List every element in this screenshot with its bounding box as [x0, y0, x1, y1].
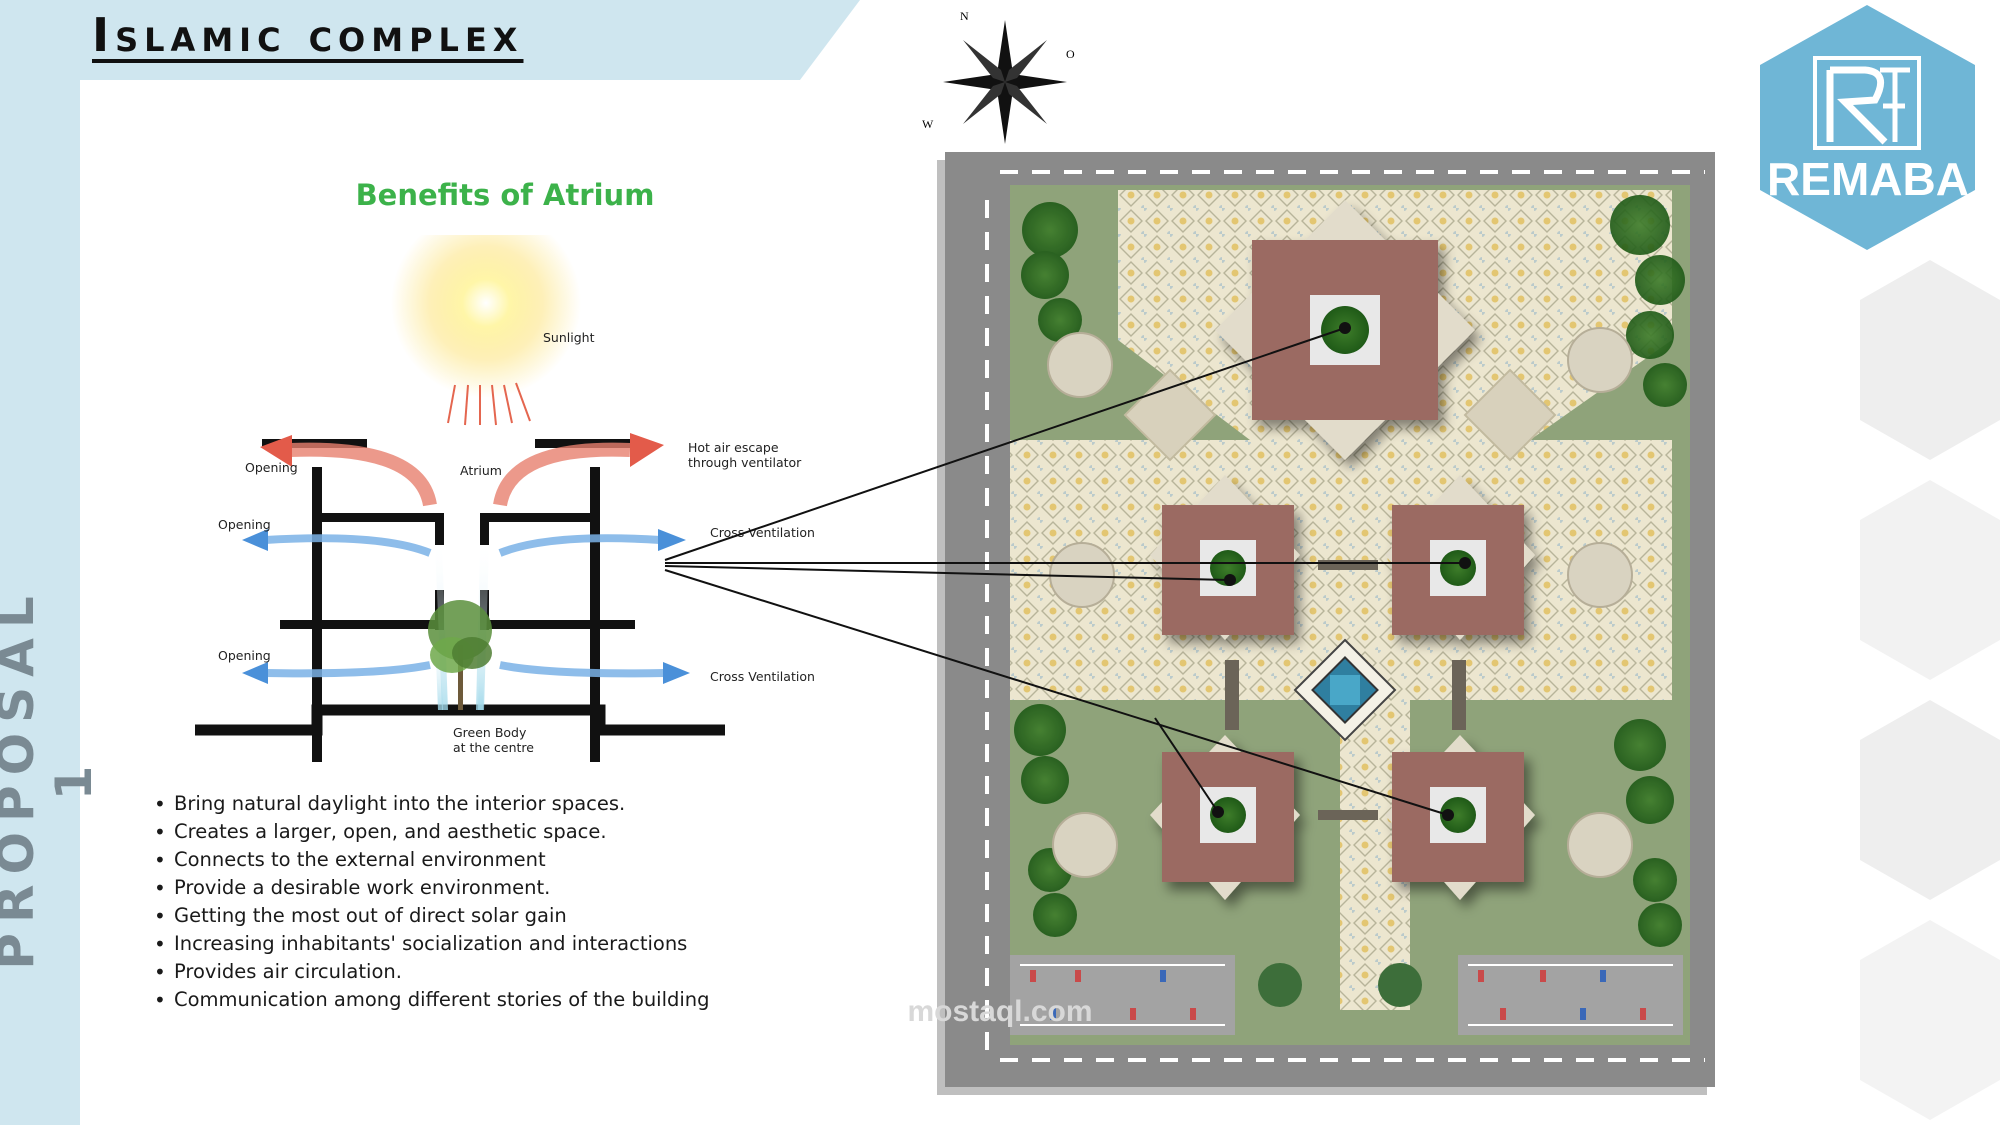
atrium-section-diagram: Sunlight Atrium Opening Opening Opening … [180, 208, 815, 765]
label-opening-top: Opening [245, 460, 298, 475]
tree-icon [428, 600, 492, 710]
site-plan: N O W [922, 9, 1715, 1095]
label-opening-mid: Opening [218, 517, 271, 532]
atrium-section-svg [195, 208, 725, 762]
list-item: Creates a larger, open, and aesthetic sp… [150, 818, 770, 846]
compass-w: W [922, 117, 934, 131]
page-title: Islamic complex [92, 8, 524, 62]
title-band [0, 0, 860, 80]
list-item: Connects to the external environment [150, 846, 770, 874]
atrium-title: Benefits of Atrium [355, 178, 655, 212]
label-atrium: Atrium [460, 463, 502, 478]
background-hex-pattern [1860, 260, 2000, 1120]
label-cross-vent-1: Cross Ventilation [710, 525, 815, 540]
label-opening-bottom: Opening [218, 648, 271, 663]
list-item: Bring natural daylight into the interior… [150, 790, 770, 818]
compass-o: O [1066, 47, 1075, 61]
list-item: Communication among different stories of… [150, 986, 770, 1014]
list-item: Getting the most out of direct solar gai… [150, 902, 770, 930]
label-green-body-1: Green Body [453, 725, 527, 740]
parking-left [1010, 955, 1235, 1035]
list-item: Provide a desirable work environment. [150, 874, 770, 902]
label-green-body-2: at the centre [453, 740, 534, 755]
list-item: Provides air circulation. [150, 958, 770, 986]
remaba-logo [1760, 5, 1975, 250]
label-cross-vent-2: Cross Ventilation [710, 669, 815, 684]
sun-icon [391, 208, 581, 398]
compass-n: N [960, 9, 969, 23]
logo-text: REMABA [1767, 153, 1969, 205]
proposal-label: PROPOSAL 1 [0, 586, 103, 970]
side-band [0, 0, 80, 1125]
benefits-list: Bring natural daylight into the interior… [150, 790, 770, 1014]
label-hot-air-2: through ventilator [688, 455, 802, 470]
label-sunlight: Sunlight [543, 330, 595, 345]
compass-icon [943, 20, 1067, 144]
list-item: Increasing inhabitants' socialization an… [150, 930, 770, 958]
parking-right [1458, 955, 1683, 1035]
watermark: mostaql.com [907, 995, 1093, 1028]
label-hot-air-1: Hot air escape [688, 440, 779, 455]
